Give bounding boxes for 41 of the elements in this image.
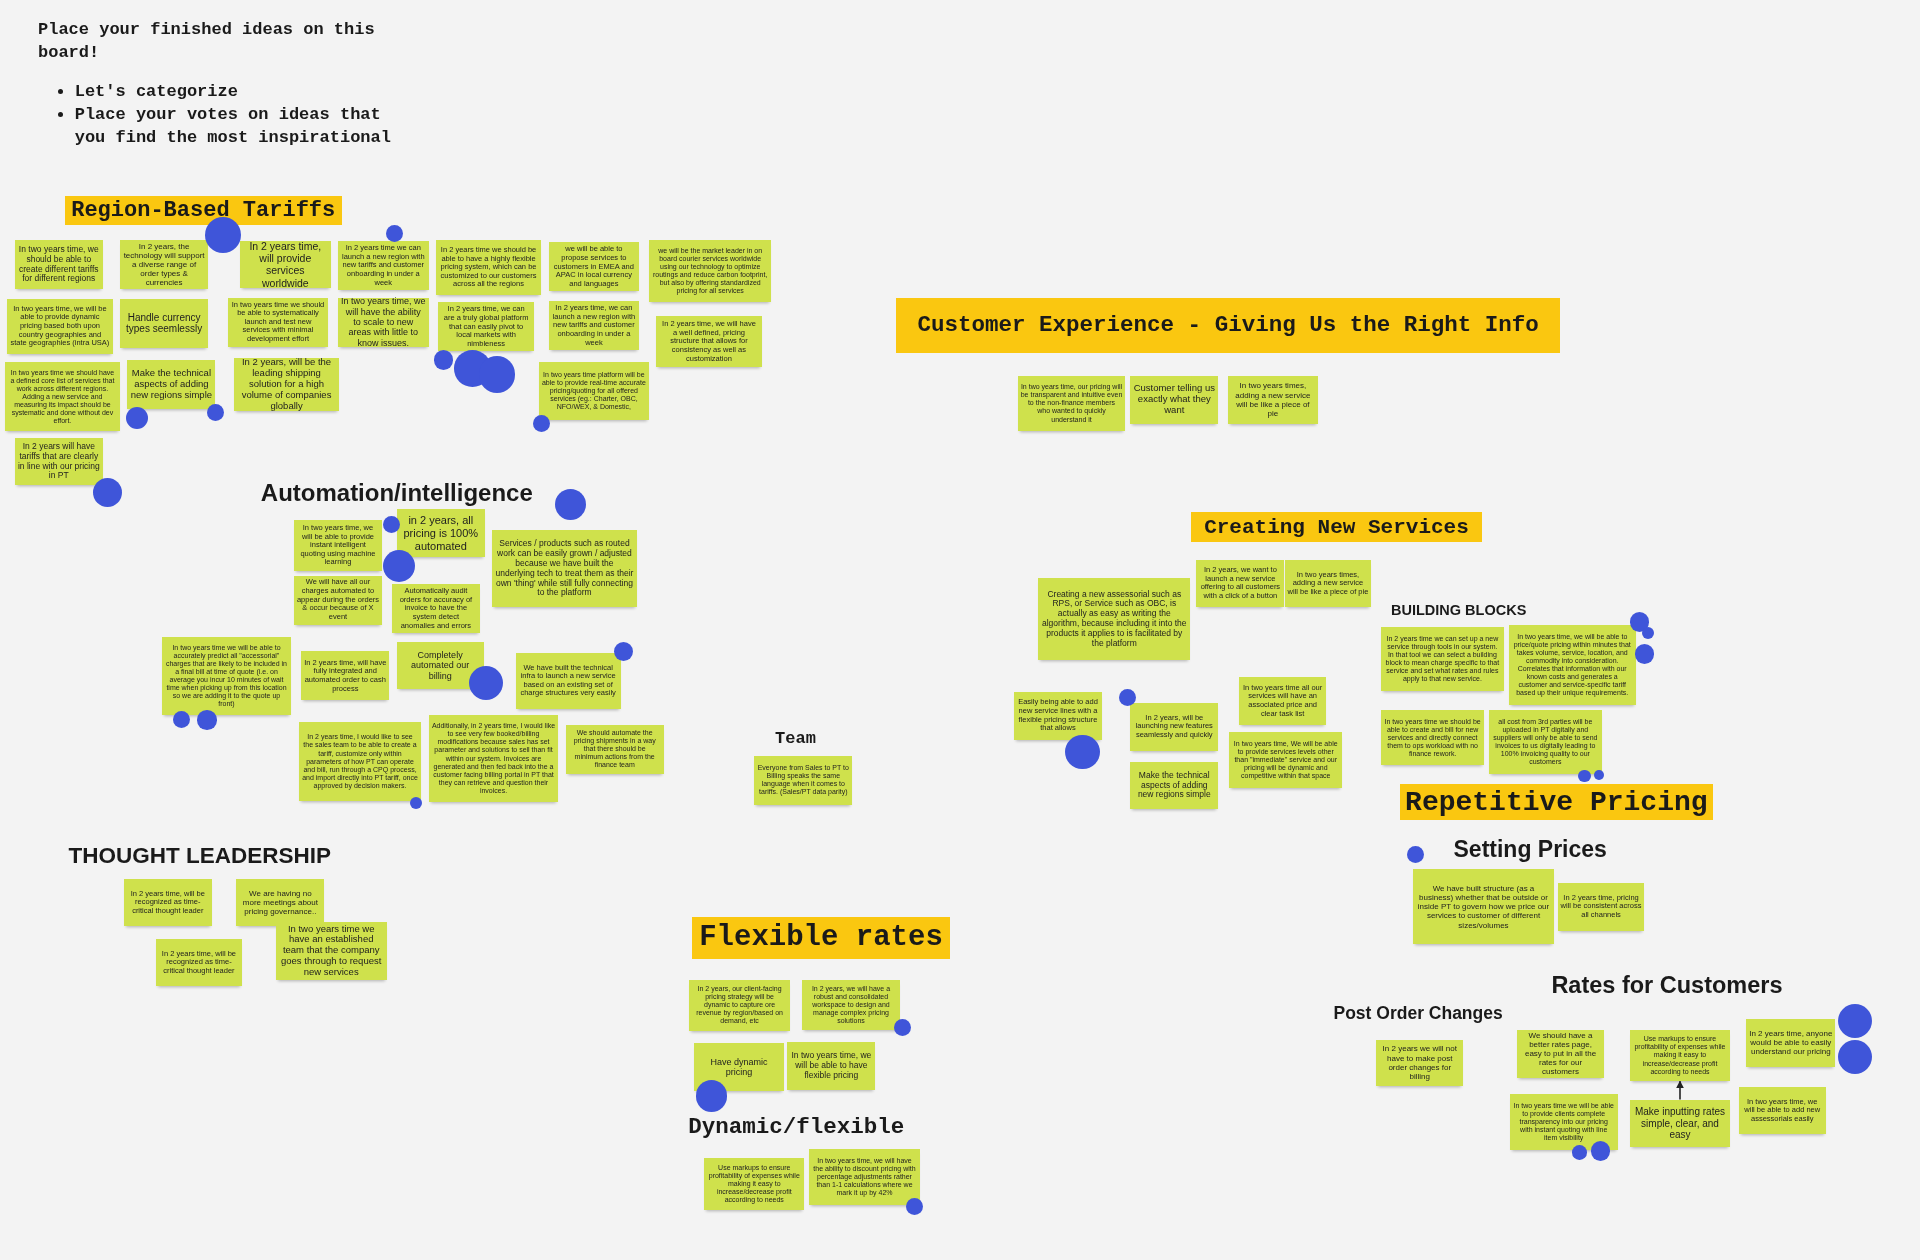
group-heading: THOUGHT LEADERSHIP <box>68 842 332 870</box>
sticky-note: Customer telling us exactly what they want <box>1130 375 1219 424</box>
group-heading: Automation/intelligence <box>260 478 533 508</box>
sticky-note: In 2 years will have tariffs that are clearly in line with our pricing in PT <box>14 438 103 485</box>
sticky-note: In two years time, we will have the ability to scale to new areas with little to know issues. <box>338 297 429 347</box>
group-heading: BUILDING BLOCKS <box>1391 602 1527 620</box>
sticky-note: Make the technical aspects of adding new regions simple <box>127 360 216 409</box>
sticky-note: Services / products such as routed work can be easily grown / adjusted because we have built the underlying tech to treat them as their own 'thing' while still fully connecting to the platform <box>492 530 637 608</box>
section-heading: Customer Experience - Giving Us the Right Info <box>896 297 1560 353</box>
sticky-note: We have built structure (as a business) whether that be outside or inside PT to govern how we price our services to customer of different sizes/volumes <box>1413 869 1554 945</box>
sticky-note: In two years time, we will be able to have flexible pricing <box>787 1042 876 1090</box>
sticky-note: Completely automated our billing <box>396 641 484 690</box>
section-heading: Repetitive Pricing <box>1399 783 1714 821</box>
sticky-note: We are having no more meetings about pricing governance.. <box>236 879 325 926</box>
sticky-note: In two years times, adding a new service will be like a piece of pie <box>1228 375 1318 424</box>
arrow <box>1676 1080 1684 1101</box>
sticky-note: Handle currency types seemlessly <box>120 298 209 348</box>
sticky-note: We should have a better rates page, easy to put in all the rates for our customers <box>1517 1029 1604 1078</box>
sticky-note: In 2 years, will be the leading shipping solution for a high volume of companies globally <box>233 357 340 412</box>
section-heading: Region-Based Tariffs <box>64 195 342 226</box>
group-heading: Rates for Customers <box>1551 971 1783 1000</box>
instruction-text: Place your votes on ideas that you find the most inspirational <box>74 103 392 149</box>
group-heading: Team <box>775 728 816 749</box>
instruction-text: Let's categorize <box>74 80 239 103</box>
sticky-note: Make inputting rates simple, clear, and easy <box>1629 1099 1731 1148</box>
sticky-note: In 2 years, the technology will support a diverse range of order types & currencies <box>120 240 209 289</box>
instruction-text: Place your finished ideas on this board! <box>38 19 376 65</box>
section-heading: Creating New Services <box>1191 511 1482 543</box>
sticky-note: Creating a new assessorial such as RPS, or Service such as OBC, is actually as easy as writing the algorithm, because including it into the products it applies to is facilitated by the platform <box>1038 578 1191 660</box>
group-heading: Post Order Changes <box>1333 1002 1503 1024</box>
sticky-note: In 2 years time, will provide services worldwide <box>240 241 331 288</box>
sticky-note: in 2 years, all pricing is 100% automated <box>396 509 485 558</box>
sticky-note: Have dynamic pricing <box>694 1043 784 1092</box>
group-heading: Setting Prices <box>1453 836 1607 864</box>
group-heading: Dynamic/flexible <box>688 1114 905 1142</box>
sticky-note: In 2 years we will not have to make post order changes for billing <box>1376 1039 1464 1087</box>
sticky-note: In 2 years time, anyone would be able to easily understand our pricing <box>1746 1018 1836 1067</box>
sticky-note: In two years time, we should be able to create different tariffs for different regions <box>14 240 103 289</box>
sticky-note: In two years time we have an established team that the company goes through to request new services <box>275 922 387 980</box>
section-heading: Flexible rates <box>691 917 951 959</box>
sticky-note: Make the technical aspects of adding new regions simple <box>1130 761 1219 810</box>
